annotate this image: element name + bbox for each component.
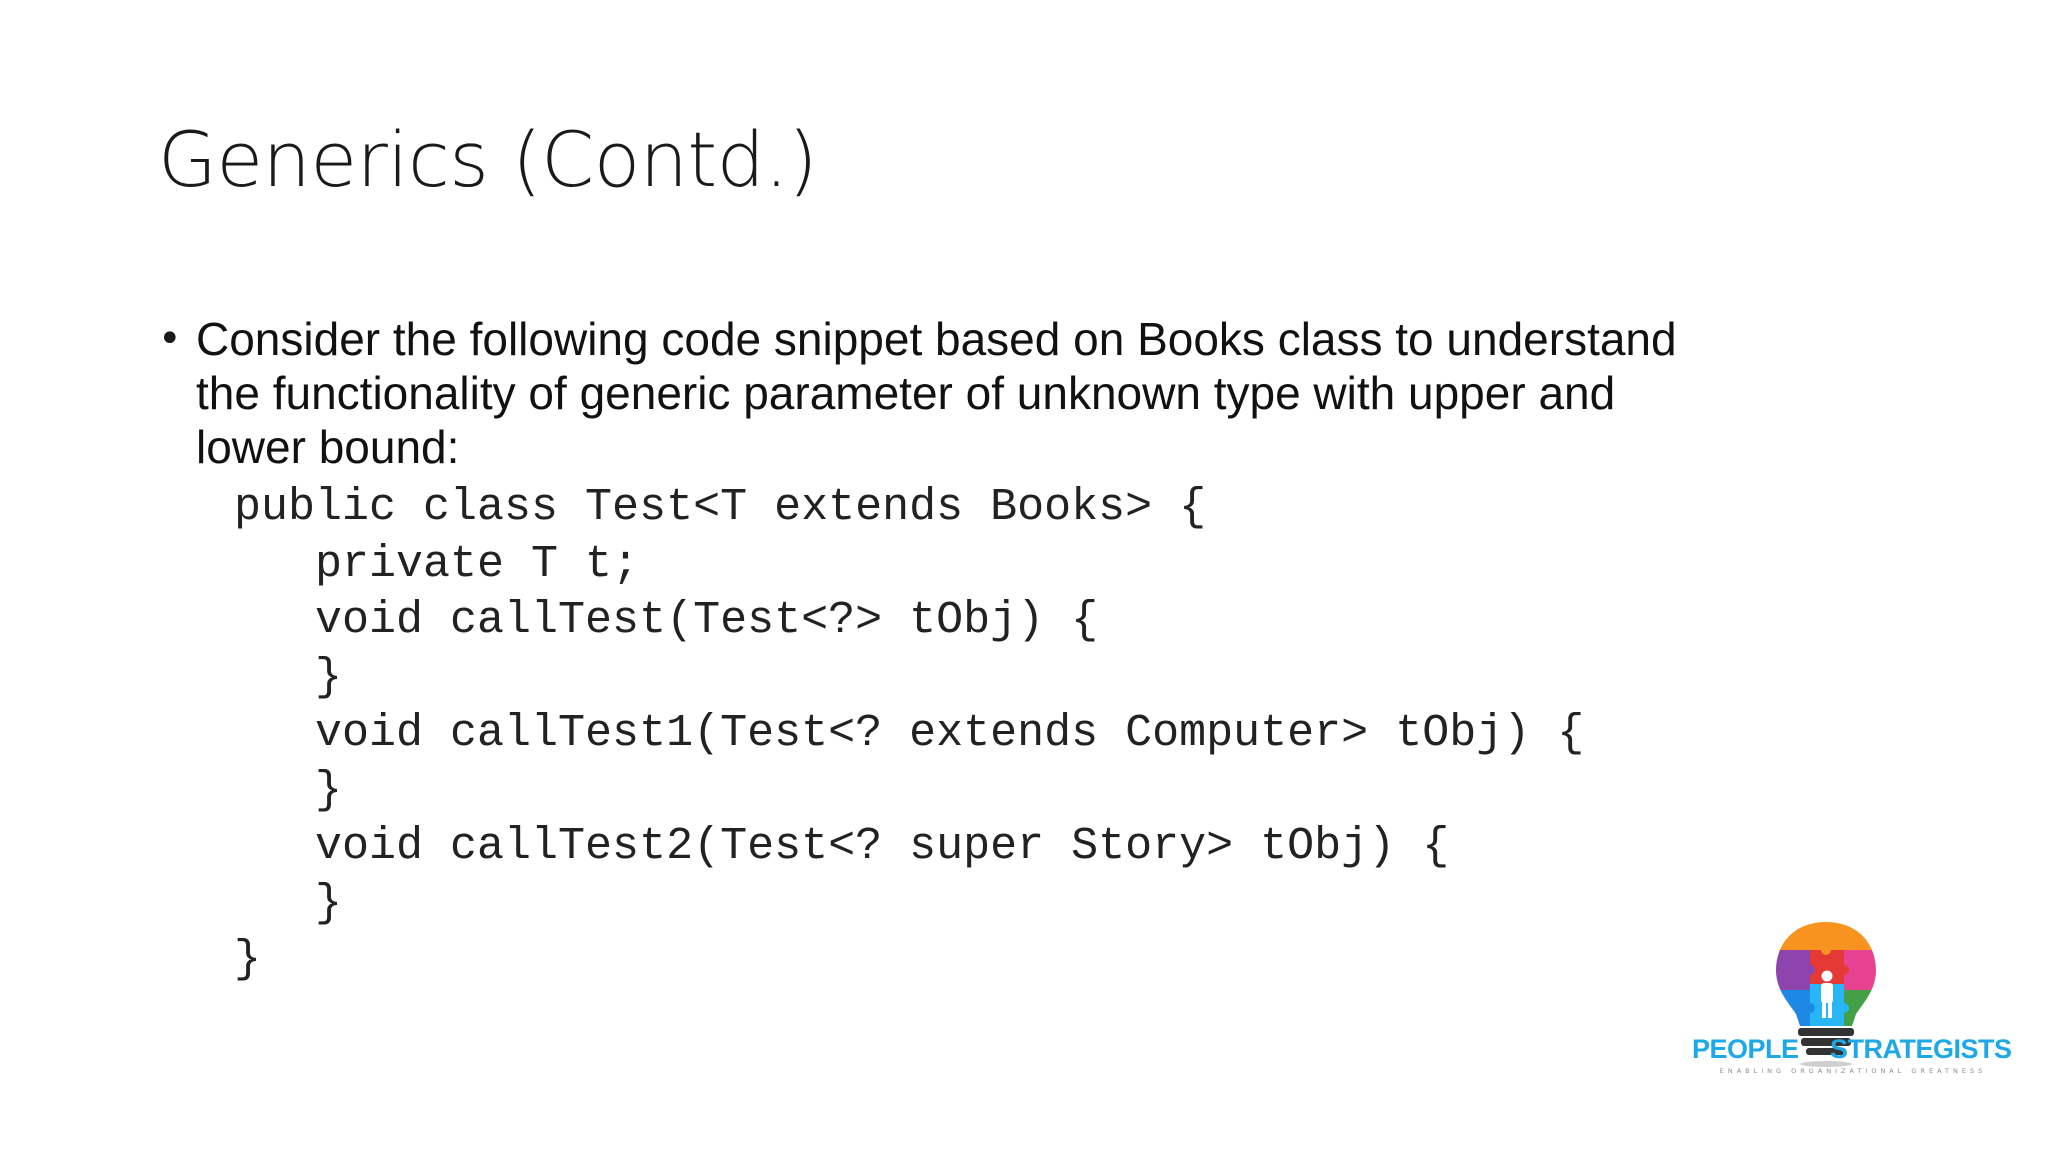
lightbulb-puzzle-icon — [1776, 922, 1876, 1067]
logo-tagline: ENABLING ORGANIZATIONAL GREATNESS — [1719, 1067, 1987, 1075]
code-line: } — [234, 934, 262, 985]
logo-wordmark: PEOPLE STRATEGISTS — [1688, 1034, 2018, 1074]
code-line: public class Test<T extends Books> { — [234, 482, 1207, 533]
code-line: } — [234, 877, 343, 929]
code-line: void callTest1(Test<? extends Computer> … — [234, 708, 1585, 759]
bullet-line: the functionality of generic parameter o… — [196, 367, 1616, 419]
logo-word-strategists: STRATEGISTS — [1830, 1034, 2012, 1064]
bullet-line: lower bound: — [196, 421, 460, 473]
code-line: } — [234, 764, 343, 816]
slide-title: Generics (Contd.) — [158, 115, 818, 204]
bullet-text: Consider the following code snippet base… — [196, 312, 1677, 474]
code-line: void callTest2(Test<? super Story> tObj)… — [234, 821, 1450, 872]
bullet-line: Consider the following code snippet base… — [196, 313, 1677, 365]
bullet-dot-icon: • — [158, 316, 182, 362]
company-logo: PEOPLE STRATEGISTS ENABLING ORGANIZATION… — [1688, 918, 2018, 1098]
code-snippet: public class Test<T extends Books> { pri… — [234, 480, 1584, 989]
code-line: private T t; — [234, 538, 640, 590]
logo-word-people: PEOPLE — [1692, 1034, 1799, 1064]
code-line: void callTest(Test<?> tObj) { — [234, 595, 1099, 646]
code-line: } — [234, 651, 343, 703]
